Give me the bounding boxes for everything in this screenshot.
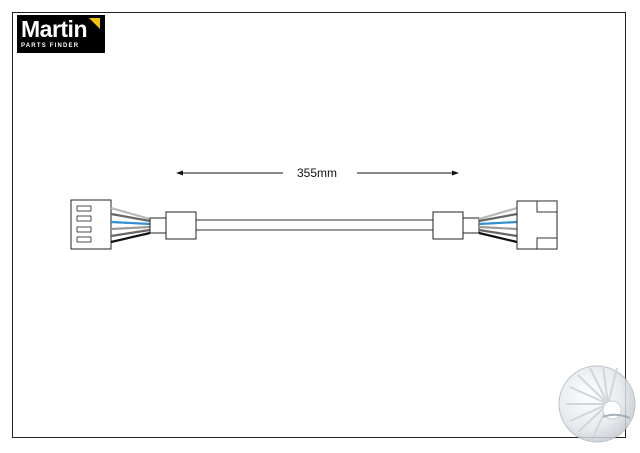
latch-tab bbox=[536, 200, 558, 213]
sun-rays-globe-icon bbox=[558, 365, 636, 443]
dimension-line: 355mm bbox=[176, 166, 459, 180]
arrow-left-icon bbox=[176, 170, 183, 176]
pin-slot bbox=[76, 215, 92, 222]
logo-brand: Martin bbox=[21, 16, 88, 42]
dimension-label: 355mm bbox=[297, 166, 337, 180]
martin-logo: Martin PARTS FINDER bbox=[17, 15, 105, 53]
pin-slot bbox=[76, 236, 92, 243]
left-wires bbox=[110, 206, 151, 244]
arrow-right-icon bbox=[452, 170, 459, 176]
right-sleeve bbox=[432, 211, 480, 240]
latch-tab bbox=[536, 237, 558, 250]
cable-body bbox=[195, 219, 434, 231]
logo-accent-triangle bbox=[89, 18, 100, 29]
logo-tagline: PARTS FINDER bbox=[21, 43, 80, 49]
pin-slot bbox=[76, 226, 92, 233]
pin-slot bbox=[76, 205, 92, 212]
right-connector bbox=[516, 200, 558, 250]
left-connector bbox=[70, 199, 112, 250]
left-sleeve bbox=[149, 211, 197, 240]
right-wires bbox=[478, 206, 518, 244]
